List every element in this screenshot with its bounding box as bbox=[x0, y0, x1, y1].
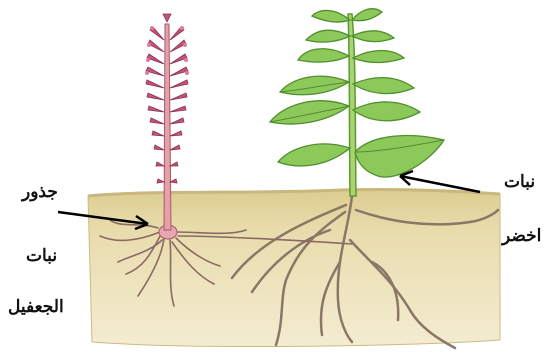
green-plant-stem bbox=[348, 14, 356, 196]
soil bbox=[88, 189, 500, 346]
parasite-stem bbox=[164, 24, 171, 230]
green-plant-label-line1: نبات bbox=[504, 172, 535, 192]
green-plant-label-line2: اخضر bbox=[502, 226, 541, 246]
parasite-label-line3: الجعفيل bbox=[8, 297, 64, 317]
parasite-label-line1: جذور bbox=[22, 182, 58, 202]
parasite-label-line2: نبات bbox=[26, 246, 57, 266]
